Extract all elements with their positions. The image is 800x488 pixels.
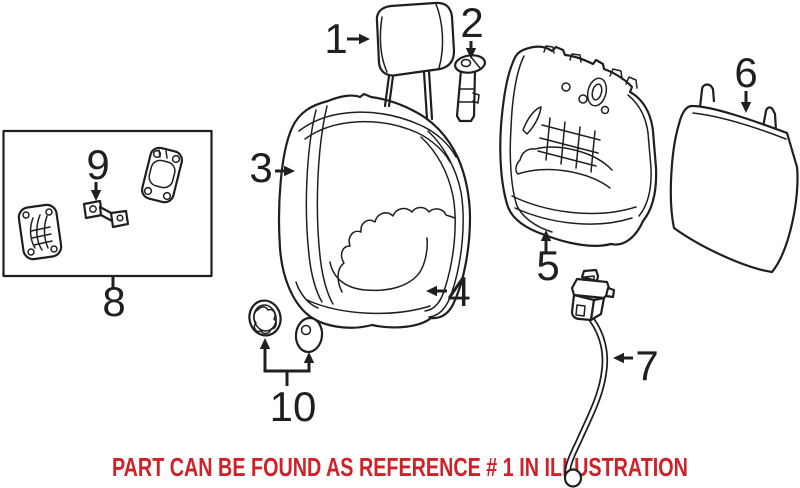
callout-arrow-4: [426, 285, 447, 297]
callout-label-9: 9: [86, 141, 109, 188]
callout-label-7: 7: [635, 342, 658, 389]
callout-label-10: 10: [270, 383, 317, 430]
callout-label-8: 8: [102, 278, 125, 325]
callout-arrow-5: [540, 230, 552, 252]
bracket-drawing: [82, 199, 130, 229]
seatback-cover-drawing: [277, 92, 472, 329]
seatback-frame-drawing: [499, 45, 658, 247]
mounting-plate-drawing: [140, 146, 184, 204]
latch-plate-drawing: [17, 203, 63, 261]
hardware-box-drawing: [2, 129, 213, 278]
callout-label-1: 1: [324, 15, 347, 62]
callout-leaders: [90, 33, 752, 386]
callout-arrow-9: [90, 182, 102, 201]
cable-switch-drawing: [570, 268, 616, 322]
callout-labels: 1 2 3 4 5 6 7 8 9 10: [86, 0, 757, 430]
callout-label-5: 5: [536, 242, 559, 289]
cable-drawing: [563, 268, 616, 488]
headrest-drawing: [375, 1, 456, 121]
callout-arrow-3: [275, 165, 295, 177]
callout-arrow-2: [465, 41, 477, 59]
seatback-panel-drawing: [669, 83, 799, 274]
callout-bracket-10: [259, 338, 315, 386]
reference-note-text: PART CAN BE FOUND AS REFERENCE # 1 IN IL…: [111, 451, 688, 482]
grommets-drawing: [248, 299, 324, 354]
callout-arrow-7: [613, 352, 633, 364]
callout-label-2: 2: [460, 0, 483, 46]
callout-label-6: 6: [734, 49, 757, 96]
callout-label-3: 3: [249, 144, 272, 191]
reference-note: PART CAN BE FOUND AS REFERENCE # 1 IN IL…: [0, 451, 800, 483]
headrest-guide-drawing: [453, 54, 487, 123]
callout-label-4: 4: [447, 268, 470, 315]
callout-arrow-6: [740, 91, 752, 113]
callout-arrow-1: [347, 33, 370, 45]
